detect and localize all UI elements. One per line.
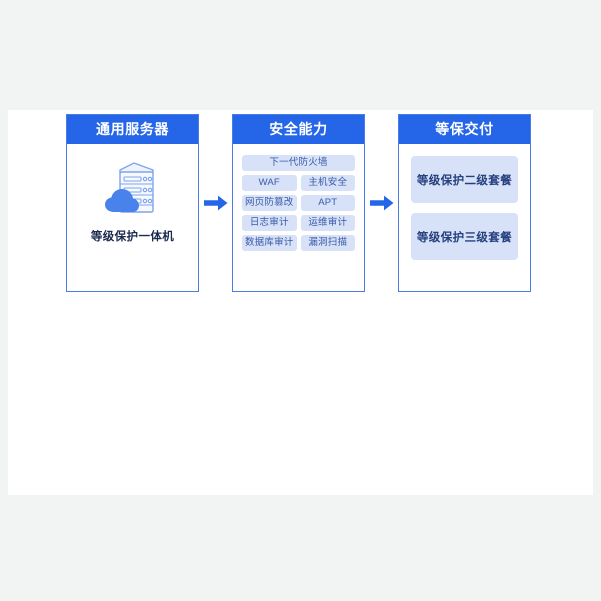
capability-tag[interactable]: 漏洞扫描 [300,235,355,251]
capability-tag-grid: 下一代防火墙 WAF 主机安全 网页防篡改 APT 日志审计 运维审计 数据库审… [242,155,355,251]
capability-tag[interactable]: 主机安全 [300,175,355,191]
panel-general-server: 通用服务器 [66,114,199,292]
panel-body-delivery: 等级保护二级套餐 等级保护三级套餐 [399,144,530,291]
panel-classified-protection-delivery: 等保交付 等级保护二级套餐 等级保护三级套餐 [398,114,531,292]
panel-title-general-server: 通用服务器 [67,115,198,144]
architecture-diagram: 通用服务器 [66,114,536,292]
capability-tag[interactable]: WAF [242,175,297,191]
capability-tag[interactable]: 日志审计 [242,215,297,231]
panel-title-security-capability: 安全能力 [233,115,364,144]
server-caption: 等级保护一体机 [90,231,175,243]
panel-title-delivery: 等保交付 [399,115,530,144]
panel-security-capability: 安全能力 下一代防火墙 WAF 主机安全 网页防篡改 APT 日志审计 运维审计… [232,114,365,292]
delivery-package-level3[interactable]: 等级保护三级套餐 [411,213,518,260]
panel-body-general-server: 等级保护一体机 [67,144,198,291]
panel-body-security-capability: 下一代防火墙 WAF 主机安全 网页防篡改 APT 日志审计 运维审计 数据库审… [233,144,364,291]
right-arrow-icon-1 [199,114,232,292]
capability-tag[interactable]: 数据库审计 [242,235,297,251]
capability-tag[interactable]: 网页防篡改 [242,195,297,211]
delivery-package-level2[interactable]: 等级保护二级套餐 [411,156,518,203]
capability-tag[interactable]: 下一代防火墙 [242,155,355,171]
right-arrow-icon-2 [365,114,398,292]
server-cloud-icon [104,162,154,213]
capability-tag[interactable]: APT [300,195,355,211]
capability-tag[interactable]: 运维审计 [300,215,355,231]
